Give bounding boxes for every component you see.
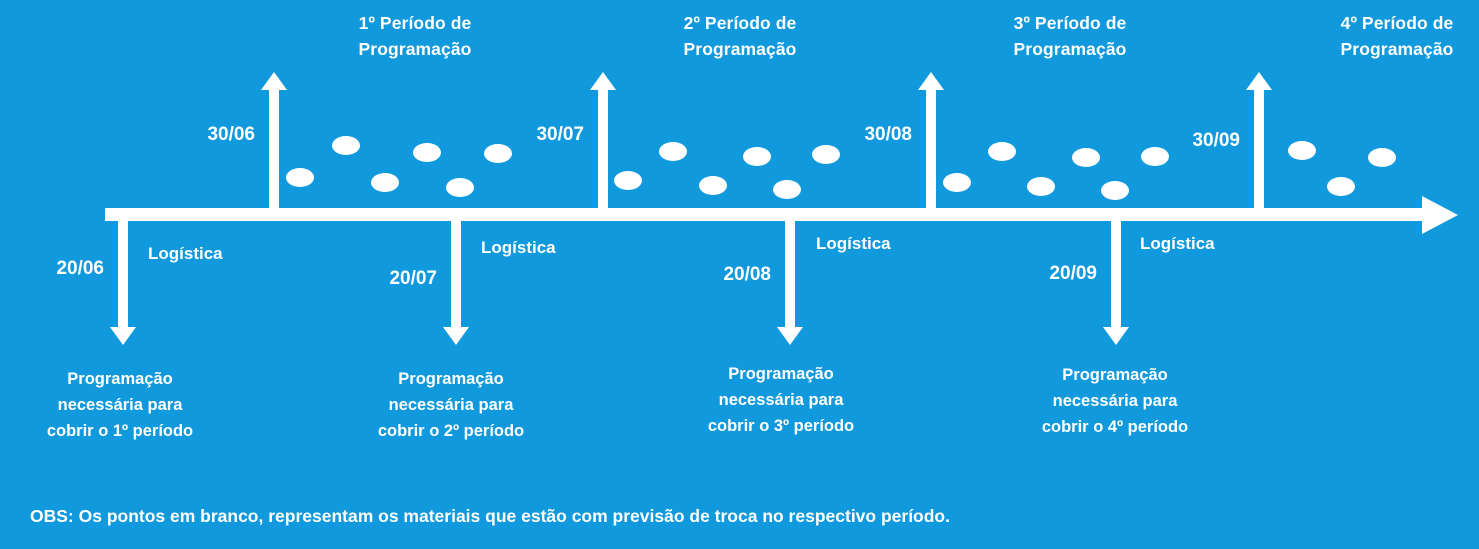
milestone-date-2: 30/07: [536, 124, 584, 145]
period-title-3: 3º Período de Programação: [1013, 13, 1127, 59]
milestone-date-1: 30/06: [207, 124, 255, 145]
arrow-head-down-icon: [1103, 327, 1129, 345]
milestone-date-4: 30/09: [1192, 130, 1240, 151]
arrow-stem: [785, 221, 795, 327]
material-dot: [413, 143, 441, 162]
arrow-stem: [118, 221, 128, 327]
material-dot: [943, 173, 971, 192]
arrow-stem: [926, 88, 936, 218]
timeline-axis-line: [105, 208, 1435, 221]
logistics-label-3: Logística: [816, 234, 891, 253]
material-dot: [1072, 148, 1100, 167]
period-title-4: 4º Período de Programação: [1340, 13, 1454, 59]
material-dot: [1101, 181, 1129, 200]
requirement-block-3: Programação necessária para cobrir o 3º …: [707, 365, 855, 435]
material-dot: [699, 176, 727, 195]
material-dot: [1368, 148, 1396, 167]
material-dot: [812, 145, 840, 164]
order-date-1: 20/06: [56, 258, 104, 279]
arrow-stem: [598, 88, 608, 218]
timeline-axis-arrowhead: [1422, 196, 1458, 234]
arrow-stem: [1254, 88, 1264, 218]
material-dot: [446, 178, 474, 197]
material-dot: [743, 147, 771, 166]
arrow-stem: [451, 221, 461, 327]
material-dot: [371, 173, 399, 192]
logistics-label-1: Logística: [148, 244, 223, 263]
arrow-head-down-icon: [777, 327, 803, 345]
material-dot: [1288, 141, 1316, 160]
period-title-1: 1º Período de Programação: [358, 13, 472, 59]
material-dot: [988, 142, 1016, 161]
material-dot: [1327, 177, 1355, 196]
arrow-head-down-icon: [443, 327, 469, 345]
arrow-stem: [1111, 221, 1121, 327]
logistics-label-4: Logística: [1140, 234, 1215, 253]
arrow-head-up-icon: [590, 72, 616, 90]
order-date-2: 20/07: [389, 268, 437, 289]
requirement-block-1: Programação necessária para cobrir o 1º …: [46, 370, 194, 440]
material-dot: [773, 180, 801, 199]
material-dot: [1027, 177, 1055, 196]
requirement-block-4: Programação necessária para cobrir o 4º …: [1041, 366, 1189, 436]
material-dot: [1141, 147, 1169, 166]
milestone-date-3: 30/08: [864, 124, 912, 145]
arrow-stem: [269, 88, 279, 218]
observation-note: OBS: Os pontos em branco, representam os…: [30, 506, 950, 526]
material-dot: [614, 171, 642, 190]
order-date-4: 20/09: [1049, 263, 1097, 284]
arrow-head-up-icon: [918, 72, 944, 90]
logistics-label-2: Logística: [481, 238, 556, 257]
arrow-head-up-icon: [1246, 72, 1272, 90]
material-dot: [659, 142, 687, 161]
material-dot: [286, 168, 314, 187]
order-date-3: 20/08: [723, 264, 771, 285]
material-dot: [332, 136, 360, 155]
arrow-head-up-icon: [261, 72, 287, 90]
requirement-block-2: Programação necessária para cobrir o 2º …: [377, 370, 525, 440]
arrow-head-down-icon: [110, 327, 136, 345]
period-title-2: 2º Período de Programação: [683, 13, 797, 59]
material-dot: [484, 144, 512, 163]
